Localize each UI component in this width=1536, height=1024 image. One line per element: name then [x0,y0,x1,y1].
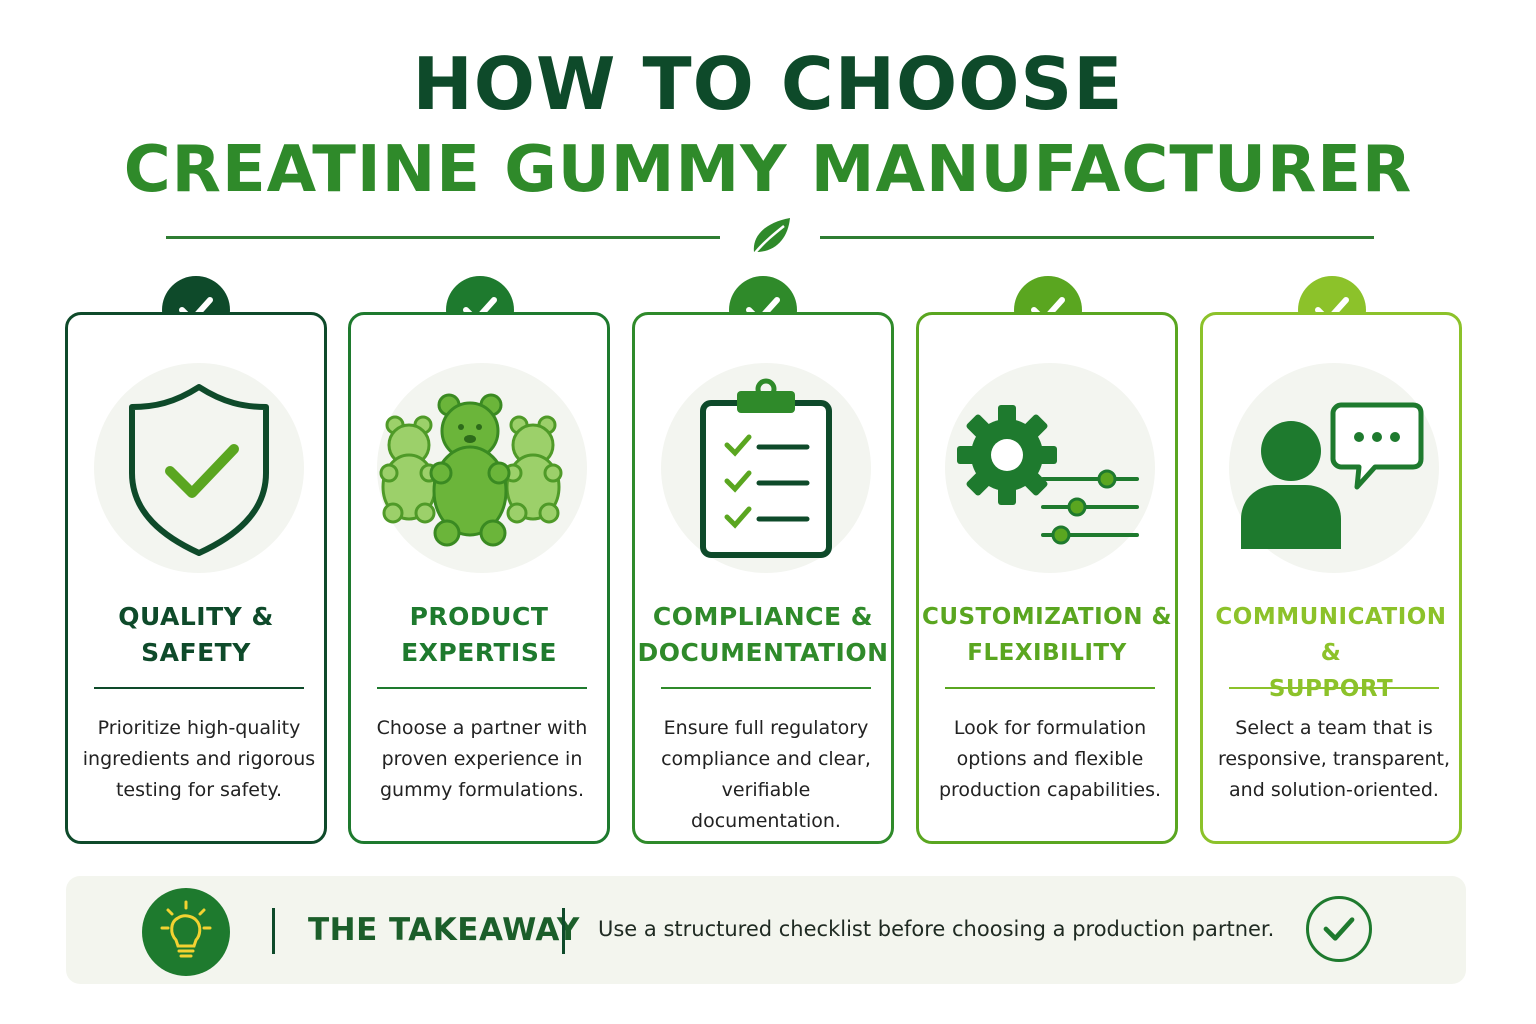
card-title: COMMUNICATION &SUPPORT [1215,604,1447,702]
takeaway-text: Use a structured checklist before choosi… [598,917,1275,941]
card-divider [94,687,304,689]
takeaway-label: THE TAKEAWAY [308,912,580,948]
icon-circle [945,363,1155,573]
check-icon [1323,917,1355,941]
takeaway-bar: THE TAKEAWAY Use a structured checklist … [66,876,1466,984]
takeaway-divider-1 [272,908,275,954]
icon-circle [661,363,871,573]
divider-right [820,236,1374,239]
card-divider [661,687,871,689]
gear-sliders-icon [957,405,1139,545]
gummy-bears-icon [379,393,563,547]
card-compliance-documentation: COMPLIANCE &DOCUMENTATION Ensure full re… [632,312,894,844]
card-title: CUSTOMIZATION &FLEXIBILITY [921,604,1173,666]
leaf-icon [753,218,790,255]
icon-circle [377,363,587,573]
card-title: COMPLIANCE &DOCUMENTATION [637,602,889,667]
card-divider [1229,687,1439,689]
page-title-line1: HOW TO CHOOSE [412,42,1124,126]
check-circle-icon [1306,896,1372,962]
icon-circle [1229,363,1439,573]
card-divider [945,687,1155,689]
card-customization-flexibility: CUSTOMIZATION &FLEXIBILITY Look for form… [916,312,1178,844]
person-chat-icon [1241,402,1424,549]
takeaway-divider-2 [562,908,565,954]
divider-left [166,236,720,239]
lightbulb-icon [160,900,212,958]
lightbulb-badge [142,888,230,976]
card-communication-support: COMMUNICATION &SUPPORT Select a team tha… [1200,312,1462,844]
card-title: QUALITY &SAFETY [118,602,274,667]
icon-circle [94,363,304,573]
card-divider [377,687,587,689]
page-title-line2: CREATINE GUMMY MANUFACTURER [123,133,1413,207]
clipboard-checklist-icon [700,378,832,558]
shield-check-icon [129,384,269,556]
